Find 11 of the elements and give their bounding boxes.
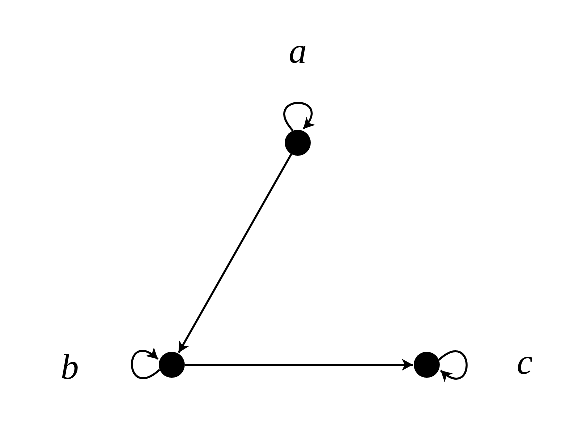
- arrow: [178, 154, 292, 354]
- graph-vertex: [285, 130, 311, 156]
- vertex-label: c: [517, 344, 533, 380]
- arrow: [131, 348, 161, 380]
- arrow: [284, 102, 316, 132]
- arrow: [438, 350, 468, 382]
- graph-vertex: [159, 352, 185, 378]
- graph-vertex: [414, 352, 440, 378]
- vertex-label: a: [289, 33, 307, 69]
- arrow: [185, 359, 413, 371]
- vertex-label: b: [61, 349, 79, 385]
